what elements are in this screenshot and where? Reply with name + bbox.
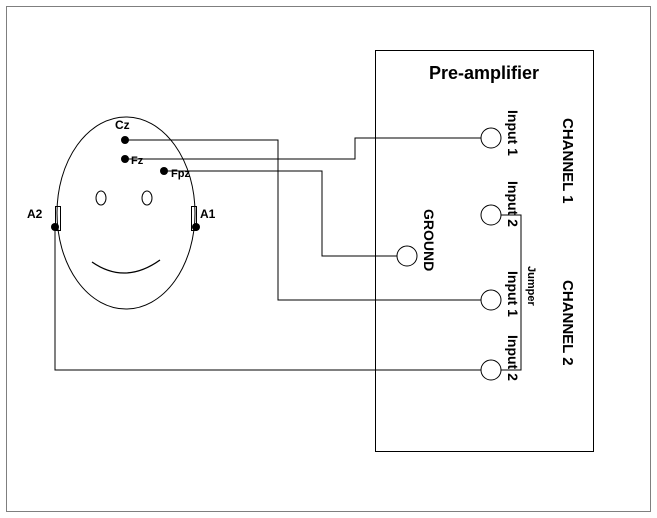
channel2-label: CHANNEL 2: [559, 280, 576, 366]
ground-connector: [396, 245, 418, 267]
wire-cz: [125, 139, 481, 301]
electrode-a2-label: A2: [27, 207, 43, 221]
ground-label: GROUND: [421, 209, 437, 271]
electrode-fz-dot: [121, 155, 129, 163]
ch2-input1-connector: [480, 289, 502, 311]
wire-a2: [54, 227, 481, 371]
jumper-label: Jumper: [525, 266, 537, 306]
electrode-cz-label: Cz: [115, 118, 130, 132]
electrode-a1-label: A1: [200, 207, 216, 221]
electrode-a2-dot: [51, 223, 59, 231]
right-ear: [191, 206, 197, 231]
ch1-input2-label: Input 2: [505, 181, 521, 227]
ch1-input1-connector: [480, 127, 502, 149]
electrode-a1-dot: [192, 223, 200, 231]
electrode-fz-label: Fz: [131, 155, 144, 167]
left-eye: [95, 190, 107, 206]
head-outline: [56, 116, 196, 310]
right-eye: [141, 190, 153, 206]
wire-fpz: [164, 170, 397, 257]
head-figure: [55, 116, 197, 310]
channel1-label: CHANNEL 1: [559, 118, 576, 204]
ch2-input2-connector: [480, 359, 502, 381]
ch2-input2-label: Input 2: [505, 335, 521, 381]
preamplifier-title: Pre-amplifier: [429, 63, 539, 83]
left-ear: [55, 206, 61, 231]
wire-fz: [125, 137, 481, 160]
electrode-cz-dot: [121, 136, 129, 144]
electrode-fpz-dot: [160, 167, 168, 175]
mouth: [91, 259, 161, 274]
preamplifier-box: [375, 50, 594, 452]
ch1-input1-label: Input 1: [505, 110, 521, 156]
outer-frame: [6, 6, 651, 512]
wires: [54, 137, 522, 371]
ch1-input2-connector: [480, 204, 502, 226]
electrode-fpz-label: Fpz: [171, 168, 190, 180]
jumper-wire: [500, 214, 522, 371]
ch2-input1-label: Input 1: [505, 271, 521, 317]
